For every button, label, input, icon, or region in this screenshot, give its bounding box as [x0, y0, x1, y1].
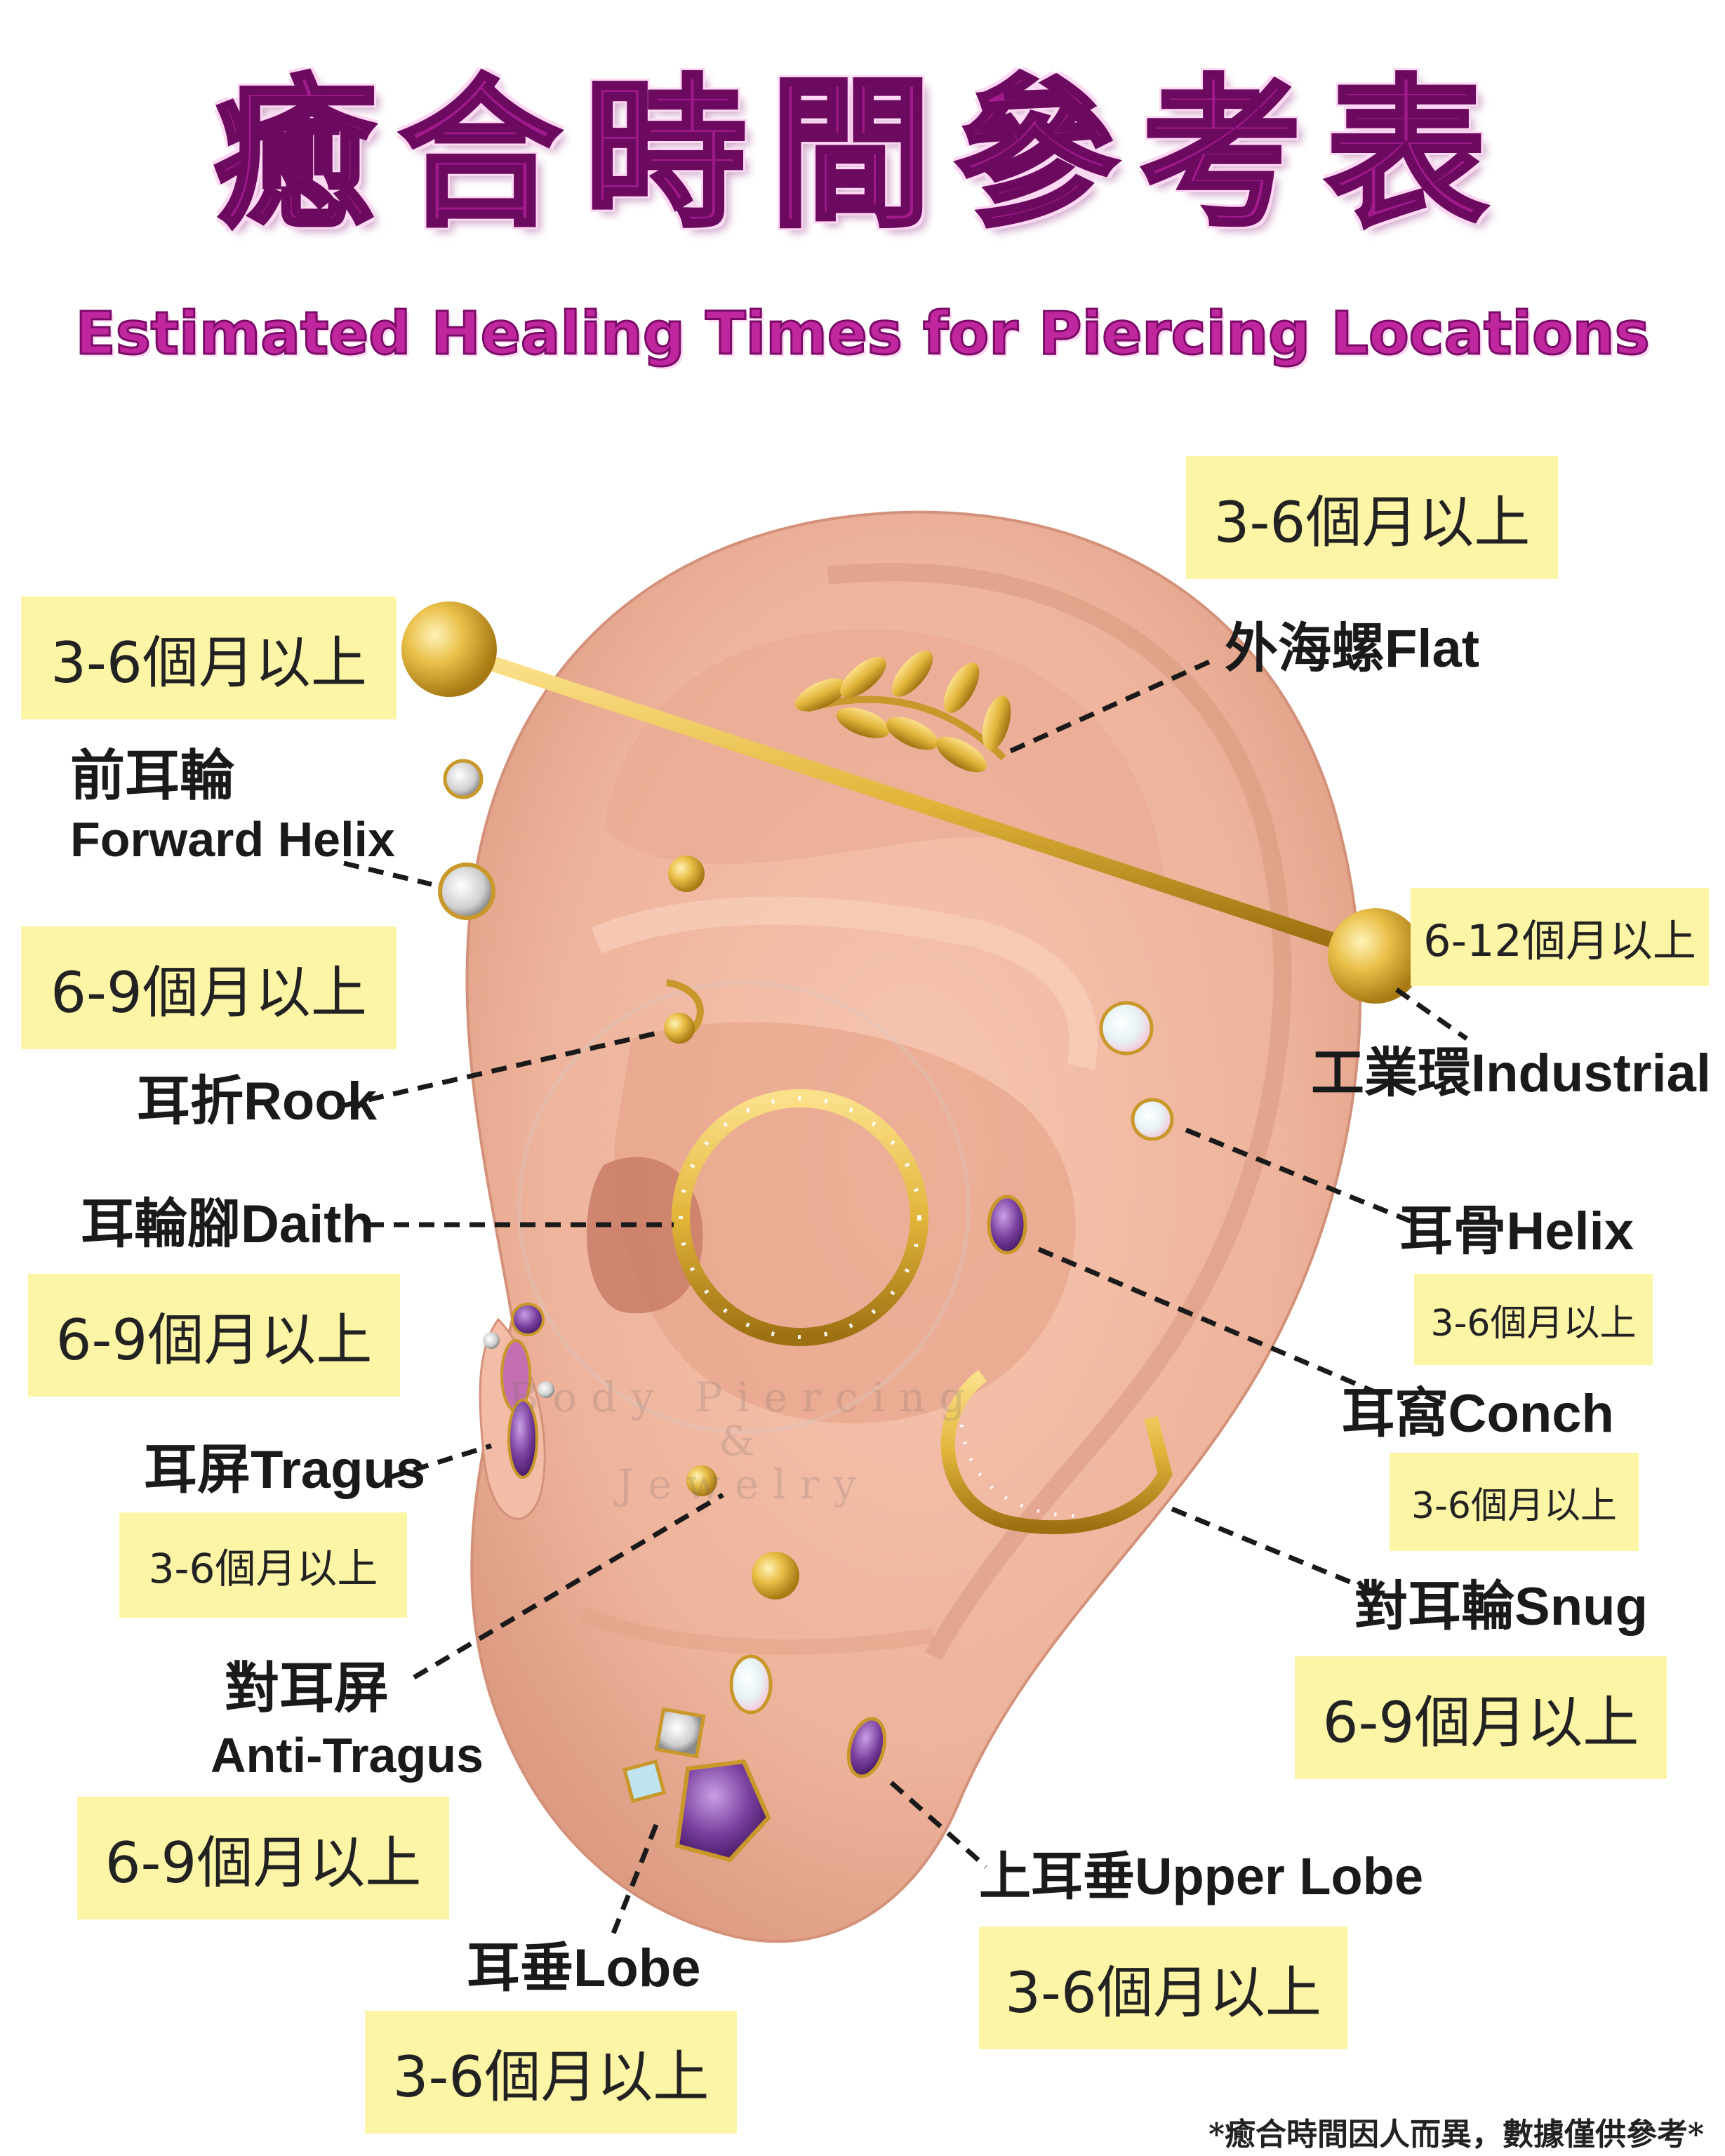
upper-lobe-label: 上耳垂Upper Lobe — [979, 1847, 1424, 1905]
page-subtitle: Estimated Healing Times for Piercing Loc… — [74, 298, 1651, 369]
footnote: *癒合時間因人而異，數據僅供參考* — [1208, 2117, 1704, 2152]
forward-helix-label-zh: 前耳輪 — [70, 745, 235, 806]
watermark: Body Piercing & Jewelry — [505, 1376, 983, 1506]
lobe-cluster — [622, 1654, 773, 1863]
leader-lines — [343, 657, 1469, 1942]
watermark-line-2: & — [719, 1417, 769, 1465]
conch-time: 3-6個月以上 — [1411, 1484, 1617, 1527]
industrial-label: 工業環Industrial — [1310, 1044, 1711, 1103]
forward-helix-label-en: Forward Helix — [70, 812, 395, 867]
daith-ring — [672, 1089, 928, 1346]
anti-tragus-time: 6-9個月以上 — [105, 1830, 422, 1896]
upper-lobe-stud — [846, 1717, 887, 1778]
tragus-cluster — [483, 1303, 554, 1479]
flat-leaf-jewelry — [794, 651, 1011, 773]
anti-tragus-label-en: Anti-Tragus — [211, 1728, 484, 1783]
helix-time: 3-6個月以上 — [1430, 1302, 1637, 1345]
snug-time: 6-9個月以上 — [1322, 1689, 1639, 1755]
snug-label: 對耳輪Snug — [1354, 1577, 1648, 1637]
upper-lobe-time: 3-6個月以上 — [1005, 1959, 1321, 2025]
anti-tragus-stud — [686, 1465, 799, 1599]
lobe-label: 耳垂Lobe — [467, 1938, 701, 1998]
page-title: 癒合時間參考表 — [212, 58, 1511, 251]
industrial-time-box-2: 6-12個月以上 — [1411, 888, 1709, 986]
industrial-barbell — [401, 601, 1423, 1004]
tragus-time-box: 3-6個月以上 — [119, 1512, 407, 1618]
watermark-line-1: Body Piercing — [508, 1373, 980, 1421]
upper-lobe-time-box: 3-6個月以上 — [979, 1927, 1347, 2049]
forward-helix-studs — [438, 759, 495, 920]
tragus-time: 3-6個月以上 — [148, 1545, 378, 1592]
conch-time-box: 3-6個月以上 — [1390, 1453, 1639, 1551]
helix-label: 耳骨Helix — [1399, 1202, 1634, 1261]
anti-tragus-label-zh: 對耳屏 — [225, 1657, 389, 1719]
forward-helix-time-box: 6-9個月以上 — [21, 926, 397, 1049]
daith-time-box: 6-9個月以上 — [28, 1274, 400, 1397]
helix-time-box: 3-6個月以上 — [1414, 1274, 1653, 1365]
rook-jewelry — [664, 856, 705, 1044]
snug-time-box: 6-9個月以上 — [1295, 1656, 1667, 1779]
daith-label: 耳輪腳Daith — [81, 1195, 374, 1254]
anti-tragus-time-box: 6-9個月以上 — [77, 1797, 449, 1919]
conch-stud — [987, 1195, 1027, 1255]
industrial-time-2: 6-12個月以上 — [1423, 915, 1696, 966]
snug-clicker — [940, 1370, 1173, 1535]
helix-opal-studs — [1099, 1001, 1174, 1141]
lobe-time-box: 3-6個月以上 — [365, 2011, 737, 2134]
watermark-line-3: Jewelry — [617, 1460, 871, 1508]
daith-time: 6-9個月以上 — [55, 1307, 373, 1373]
industrial-time: 3-6個月以上 — [51, 630, 367, 696]
flat-time-box: 3-6個月以上 — [1186, 456, 1558, 579]
forward-helix-time: 6-9個月以上 — [51, 959, 367, 1025]
flat-label: 外海螺Flat — [1225, 619, 1480, 679]
industrial-time-box: 3-6個月以上 — [21, 597, 397, 719]
tragus-label: 耳屏Tragus — [144, 1440, 426, 1500]
lobe-time: 3-6個月以上 — [392, 2044, 710, 2110]
flat-time: 3-6個月以上 — [1213, 489, 1531, 555]
conch-label: 耳窩Conch — [1341, 1384, 1614, 1444]
rook-label: 耳折Rook — [137, 1072, 377, 1131]
